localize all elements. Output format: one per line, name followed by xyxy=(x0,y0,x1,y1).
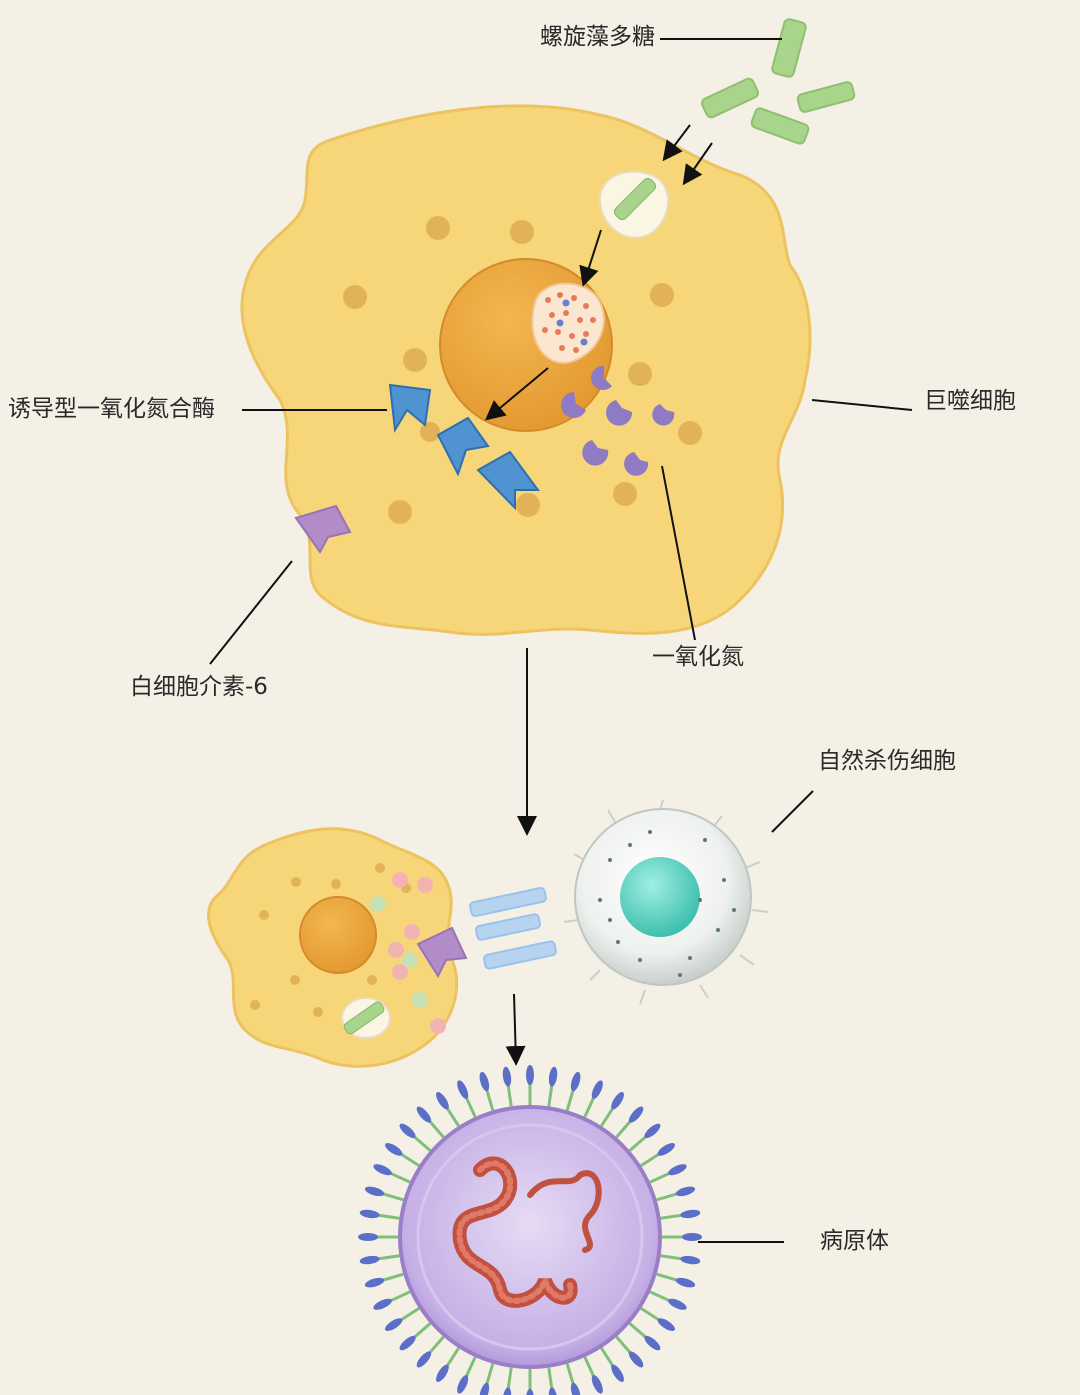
pathogen-spike-stem xyxy=(649,1170,673,1184)
pathogen-spike-head xyxy=(570,1382,581,1395)
pathogen-spike-head xyxy=(457,1375,469,1394)
pathogen-spike-head xyxy=(675,1277,696,1288)
pathogen-spike-head xyxy=(675,1186,696,1197)
pathogen-spike-head xyxy=(570,1071,581,1092)
pathogen-spike-head xyxy=(502,1387,512,1395)
nk-granules xyxy=(598,830,736,977)
pathogen-spike-head xyxy=(526,1389,534,1395)
label-macrophage: 巨噬细胞 xyxy=(924,388,1016,414)
nitric-oxide-molecules xyxy=(561,365,675,476)
pathogen-spike-head xyxy=(399,1335,416,1351)
arrows xyxy=(484,124,713,1066)
pathogen-rna xyxy=(452,1156,602,1308)
small-macrophage-nucleus xyxy=(299,896,377,974)
pathogen-spike-stem xyxy=(484,1363,495,1388)
pathogen-spike-stem xyxy=(484,1086,495,1111)
pathogen-spike-stem xyxy=(375,1254,400,1261)
signal-bars xyxy=(469,886,557,970)
small-phagosome xyxy=(341,997,391,1039)
interleukin-6-molecule xyxy=(294,504,352,554)
label-spirulina-polysaccharide: 螺旋藻多糖 xyxy=(540,24,655,50)
pathogen-spike-stem xyxy=(387,1170,411,1184)
pathogen-spike-stem xyxy=(640,1307,663,1323)
label-interleukin-6: 白细胞介素-6 xyxy=(130,674,268,700)
pathogen-spike-head xyxy=(502,1066,512,1087)
pathogen-spike-head xyxy=(680,1209,701,1219)
pathogen-spike-stem xyxy=(397,1307,420,1323)
pathogen-spike-stem xyxy=(640,1151,663,1167)
pathogen-spike-stem xyxy=(506,1367,513,1392)
small-interleukin-6 xyxy=(416,926,468,979)
pathogen-spike-stem xyxy=(375,1213,400,1220)
pathogen-spike-head xyxy=(399,1123,416,1139)
label-nk-cell: 自然杀伤细胞 xyxy=(818,748,956,774)
pink-granules xyxy=(370,872,446,1034)
pathogen-spike-head xyxy=(373,1298,392,1310)
pathogen-spike-head xyxy=(416,1106,432,1123)
pathogen-spikes xyxy=(358,1065,702,1395)
pathogen-spike-head xyxy=(644,1123,661,1139)
pathogen-spike-head xyxy=(591,1375,603,1394)
pathogen-spike-head xyxy=(657,1143,675,1156)
pathogen-spike-head xyxy=(668,1164,687,1176)
pathogen-spike-head xyxy=(591,1080,603,1099)
nk-nucleus xyxy=(620,857,700,937)
pathogen-spike-head xyxy=(385,1318,403,1331)
granules xyxy=(343,216,702,524)
pathogen-spike-head xyxy=(611,1364,624,1382)
label-inos: 诱导型一氧化氮合酶 xyxy=(8,396,215,422)
pathogen-spike-head xyxy=(628,1106,644,1123)
leader-lines xyxy=(209,38,913,1243)
pathogen-spike-head xyxy=(364,1277,385,1288)
pathogen-spike-head xyxy=(416,1351,432,1368)
pathogen-spike-head xyxy=(385,1143,403,1156)
pathogen-spike-head xyxy=(668,1298,687,1310)
macrophage-small xyxy=(207,827,468,1068)
nk-spikes xyxy=(563,799,769,1005)
pathogen-spike-head xyxy=(479,1382,490,1395)
pathogen-spike-stem xyxy=(547,1367,554,1392)
nk-cell xyxy=(563,799,769,1005)
pathogen xyxy=(358,1065,702,1395)
pathogen-spike-head xyxy=(680,1255,701,1265)
pathogen-spike-head xyxy=(644,1335,661,1351)
pathogen-spike-head xyxy=(628,1351,644,1368)
pathogen-spike-head xyxy=(436,1092,449,1110)
pathogen-spike-stem xyxy=(565,1086,576,1111)
pathogen-spike-head xyxy=(373,1164,392,1176)
label-pathogen: 病原体 xyxy=(820,1228,889,1254)
macrophage-large xyxy=(240,104,812,636)
pathogen-spike-head xyxy=(364,1186,385,1197)
label-nitric-oxide: 一氧化氮 xyxy=(652,644,744,670)
digested-vesicle xyxy=(531,282,605,364)
pathogen-spike-head xyxy=(526,1065,534,1085)
pathogen-spike-stem xyxy=(397,1151,420,1167)
pathogen-spike-stem xyxy=(387,1290,411,1304)
pathogen-spike-head xyxy=(657,1318,675,1331)
pathogen-spike-stem xyxy=(506,1082,513,1107)
pathogen-spike-head xyxy=(682,1233,702,1241)
pathogen-spike-head xyxy=(436,1364,449,1382)
pathogen-spike-stem xyxy=(565,1363,576,1388)
pathogen-spike-head xyxy=(358,1233,378,1241)
inos-molecules xyxy=(388,383,540,511)
pathogen-spike-stem xyxy=(649,1290,673,1304)
pathogen-spike-stem xyxy=(547,1082,554,1107)
pathogen-spike-head xyxy=(611,1092,624,1110)
pathogen-spike-head xyxy=(359,1255,380,1265)
pathogen-spike-head xyxy=(548,1066,558,1087)
pathogen-spike-head xyxy=(359,1209,380,1219)
phagosome xyxy=(598,170,669,239)
pathogen-spike-head xyxy=(548,1387,558,1395)
pathogen-spike-head xyxy=(457,1080,469,1099)
pathogen-spike-head xyxy=(479,1071,490,1092)
spirulina-polysaccharide-rods xyxy=(701,18,856,145)
